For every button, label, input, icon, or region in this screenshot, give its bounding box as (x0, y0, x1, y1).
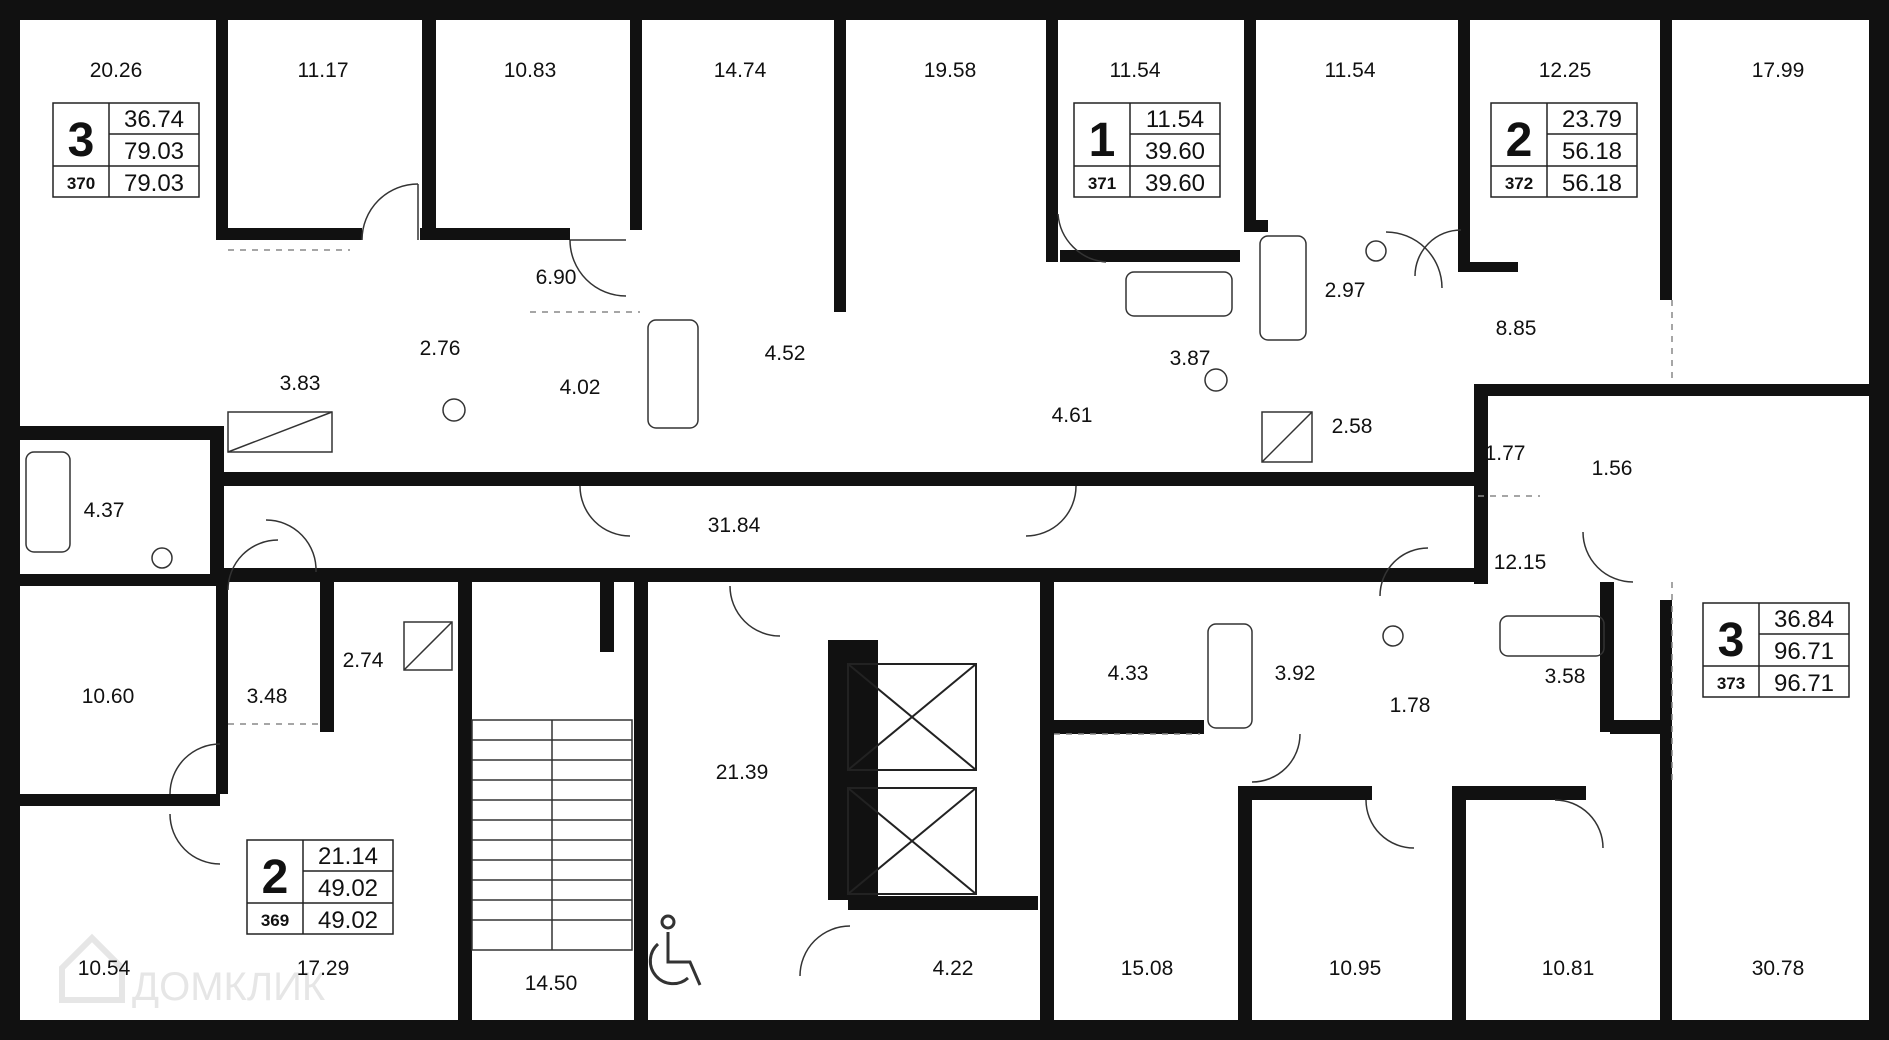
room-area: 10.54 (78, 957, 131, 980)
apartment-total-area: 96.71 (1774, 638, 1834, 665)
room-area: 4.52 (765, 342, 806, 365)
watermark-text: ДОМКЛИК (132, 965, 326, 1009)
room-area: 10.81 (1542, 957, 1595, 980)
apartment-number: 370 (67, 174, 95, 193)
room-area: 14.74 (714, 59, 767, 82)
apartment-total-area: 39.60 (1145, 138, 1205, 165)
room-area: 3.87 (1170, 347, 1211, 370)
apartment-tag-369: 2 21.14 49.02 369 49.02 (246, 839, 394, 935)
room-area: 14.50 (525, 972, 578, 995)
bathroom-fixtures (25, 235, 1605, 729)
apartment-price-area: 79.03 (124, 170, 184, 197)
watermark: ДОМКЛИК (59, 933, 326, 1009)
room-area: 15.08 (1121, 957, 1174, 980)
room-area: 4.22 (933, 957, 974, 980)
accessibility-icon (648, 914, 702, 986)
room-area: 10.60 (82, 685, 135, 708)
room-area: 3.58 (1545, 665, 1586, 688)
room-area: 3.92 (1275, 662, 1316, 685)
room-area: 4.02 (560, 376, 601, 399)
apartment-total-area: 79.03 (124, 138, 184, 165)
apartment-total-area: 56.18 (1562, 138, 1622, 165)
apartment-number: 369 (261, 911, 289, 930)
room-area: 8.85 (1496, 317, 1537, 340)
room-area: 2.74 (343, 649, 384, 672)
apartment-rooms: 3 (68, 114, 95, 167)
apartment-living-area: 21.14 (318, 843, 378, 870)
room-area: 31.84 (708, 514, 761, 537)
room-area: 19.58 (924, 59, 977, 82)
room-area: 2.76 (420, 337, 461, 360)
room-area: 10.83 (504, 59, 557, 82)
door-swings (169, 183, 1634, 977)
room-area: 17.99 (1752, 59, 1805, 82)
apartment-price-area: 56.18 (1562, 170, 1622, 197)
zone-divider-lines (228, 249, 1673, 780)
apartment-rooms: 3 (1718, 614, 1745, 667)
apartment-number: 373 (1717, 674, 1745, 693)
lift-shafts (847, 663, 977, 895)
room-area: 6.90 (536, 266, 577, 289)
room-area: 4.33 (1108, 662, 1149, 685)
room-area: 1.77 (1485, 442, 1526, 465)
apartment-tag-370: 3 36.74 79.03 370 79.03 (52, 102, 200, 198)
apartment-rooms: 2 (262, 851, 289, 904)
room-area-labels: 20.26 11.17 10.83 14.74 19.58 11.54 11.5… (78, 59, 1805, 995)
apartment-living-area: 11.54 (1146, 106, 1204, 133)
room-area: 11.17 (298, 59, 349, 82)
apartment-living-area: 23.79 (1562, 106, 1622, 133)
stairs (471, 719, 633, 951)
room-area: 1.78 (1390, 694, 1431, 717)
apartment-price-area: 96.71 (1774, 670, 1834, 697)
room-area: 4.61 (1052, 404, 1093, 427)
apartment-price-area: 49.02 (318, 907, 378, 934)
room-area: 12.15 (1494, 551, 1547, 574)
apartment-tag-372: 2 23.79 56.18 372 56.18 (1490, 102, 1638, 198)
apartment-number: 371 (1088, 174, 1116, 193)
room-area: 20.26 (90, 59, 143, 82)
apartment-living-area: 36.74 (124, 106, 184, 133)
room-area: 11.54 (1110, 59, 1161, 82)
apartment-living-area: 36.84 (1774, 606, 1834, 633)
room-area: 4.37 (84, 499, 125, 522)
room-area: 10.95 (1329, 957, 1382, 980)
room-area: 1.56 (1592, 457, 1633, 480)
room-area: 2.97 (1325, 279, 1366, 302)
apartment-rooms: 1 (1089, 114, 1116, 167)
room-area: 21.39 (716, 761, 769, 784)
room-area: 2.58 (1332, 415, 1373, 438)
apartment-tag-371: 1 11.54 39.60 371 39.60 (1073, 102, 1221, 198)
apartment-tag-373: 3 36.84 96.71 373 96.71 (1702, 602, 1850, 698)
apartment-price-area: 39.60 (1145, 170, 1205, 197)
apartment-total-area: 49.02 (318, 875, 378, 902)
apartment-rooms: 2 (1506, 114, 1533, 167)
room-area: 3.48 (247, 685, 288, 708)
room-area: 30.78 (1752, 957, 1805, 980)
room-area: 3.83 (280, 372, 321, 395)
room-area: 11.54 (1325, 59, 1376, 82)
apartment-number: 372 (1505, 174, 1533, 193)
house-logo-icon (59, 933, 125, 1003)
room-area: 17.29 (297, 957, 350, 980)
room-area: 12.25 (1539, 59, 1592, 82)
